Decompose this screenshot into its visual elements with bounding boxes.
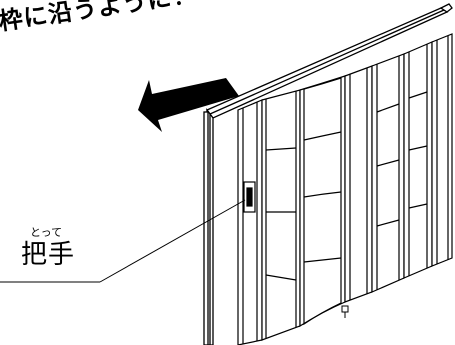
door-leaf-curved: [299, 75, 346, 328]
handle-reading: とって: [30, 226, 63, 239]
side-jamb: [203, 108, 214, 345]
door-leaf-folded: [344, 33, 453, 303]
leader-line: [0, 199, 246, 283]
door-handle: [243, 181, 256, 213]
direction-arrow: [138, 78, 239, 132]
door-leaf-front: [237, 89, 301, 345]
handle-label: 把手: [21, 240, 76, 270]
floor-guide: [341, 305, 349, 318]
